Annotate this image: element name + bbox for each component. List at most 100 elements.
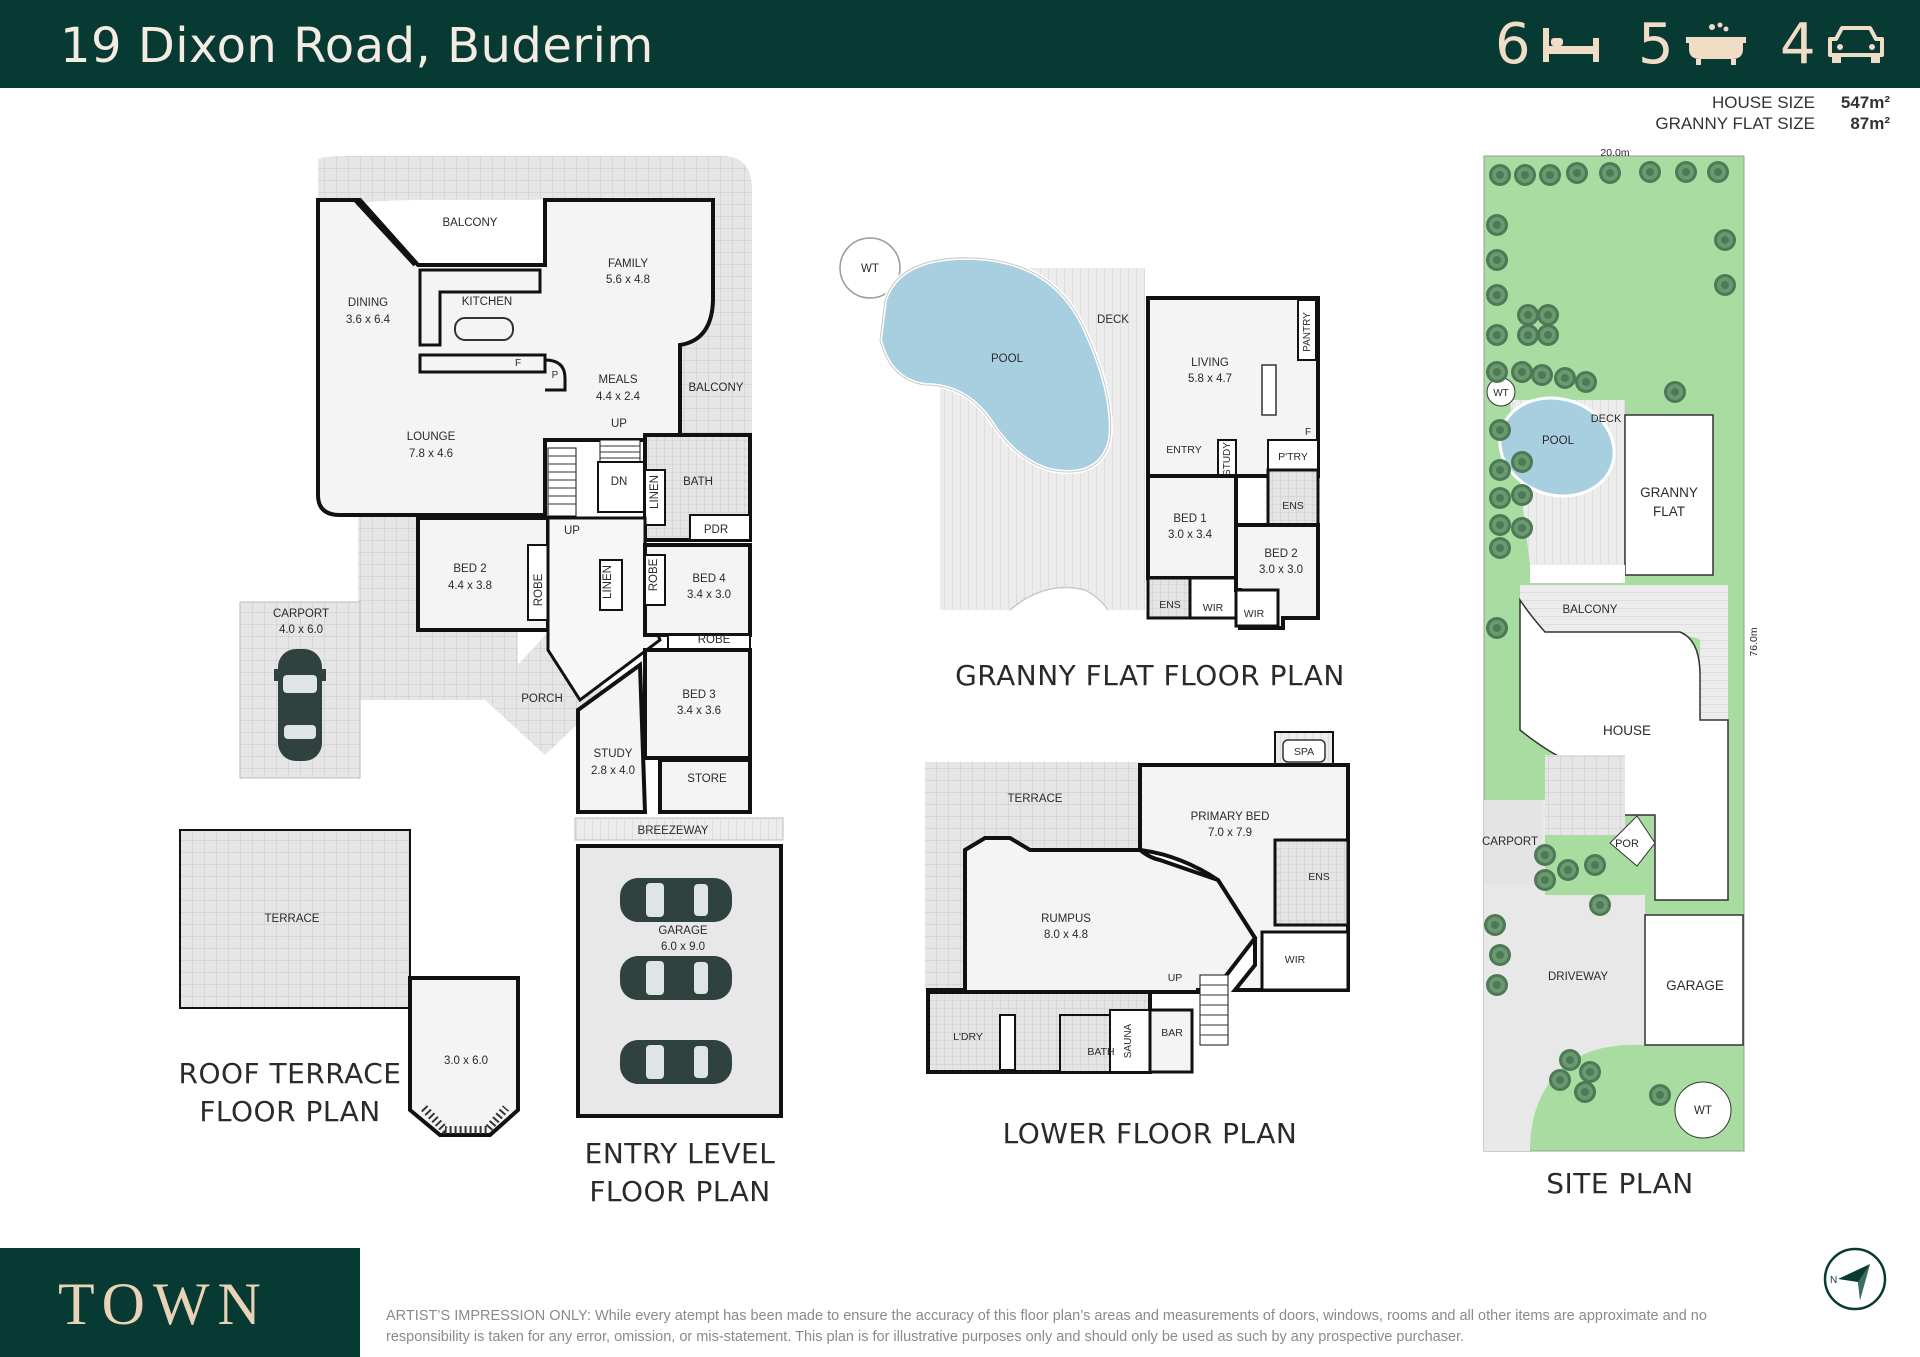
label-study: STUDY — [594, 748, 633, 760]
site-entry-tiles — [1545, 755, 1625, 835]
label-up-2: UP — [564, 525, 580, 537]
label-deck: DECK — [1097, 314, 1129, 326]
label-meals-size: 4.4 x 2.4 — [596, 391, 641, 403]
label-pool: POOL — [991, 353, 1024, 365]
garage-car-3 — [620, 1040, 732, 1084]
label-ens-l: ENS — [1308, 871, 1330, 883]
label-fridge-g: F — [1305, 427, 1311, 438]
pdr-room — [689, 514, 751, 541]
roof-stair — [421, 1105, 510, 1134]
granny-pantry — [1297, 299, 1317, 361]
site-house — [1519, 597, 1729, 901]
site-carport — [1484, 800, 1542, 885]
label-lounge: LOUNGE — [407, 431, 456, 443]
granny-ens — [1266, 468, 1320, 527]
site-granny — [1624, 414, 1714, 576]
site-plan-title: SITE PLAN — [1546, 1167, 1694, 1200]
compass-n-label: N — [1830, 1275, 1837, 1286]
dining-diagonal-wall — [353, 198, 417, 267]
label-bed2-size: 4.4 x 3.8 — [448, 580, 492, 592]
bed-count: 6 — [1495, 11, 1531, 77]
site-plan — [1483, 155, 1745, 1152]
rumpus — [926, 836, 1258, 994]
label-lounge-size: 7.8 x 4.6 — [409, 448, 453, 460]
header-bar — [0, 0, 1920, 88]
label-garage: GARAGE — [658, 925, 708, 937]
car-count: 4 — [1780, 11, 1816, 77]
label-fridge: F — [515, 358, 521, 369]
label-pantry-p: P — [552, 370, 559, 381]
main-living-floor — [316, 198, 715, 517]
roof-terrace — [179, 829, 411, 1009]
site-carport-label: CARPORT — [1482, 836, 1538, 848]
site-house-label: HOUSE — [1603, 723, 1651, 738]
label-bed1-size: 3.0 x 3.4 — [1168, 529, 1213, 541]
label-robe-2: ROBE — [648, 558, 660, 591]
site-porch — [1609, 815, 1656, 867]
site-granny-label-1: GRANNY — [1640, 485, 1698, 500]
site-driveway-label: DRIVEWAY — [1548, 971, 1608, 983]
house-size-label: HOUSE SIZE — [1712, 93, 1815, 112]
site-width-label: 20.0m — [1600, 147, 1629, 159]
kitchen-rear-bench — [418, 353, 547, 374]
lower-wir — [1260, 930, 1350, 992]
label-bed3: BED 3 — [682, 689, 715, 701]
label-family: FAMILY — [608, 258, 648, 270]
label-living: LIVING — [1191, 357, 1229, 369]
lower-bar — [1148, 1008, 1194, 1074]
site-garage — [1644, 914, 1744, 1046]
label-linen-2: LINEN — [602, 565, 614, 599]
label-terrace-roof: TERRACE — [265, 913, 320, 925]
label-wir-g1: WIR — [1203, 602, 1224, 614]
town-logo: TOWN — [58, 1271, 269, 1337]
pantry-curve — [544, 358, 567, 392]
entry-level-title: ENTRY LEVEL FLOOR PLAN — [584, 1137, 776, 1208]
label-pdr: PDR — [704, 524, 728, 536]
study-room — [576, 661, 648, 814]
site-driveway — [1484, 800, 1645, 1151]
label-spa: SPA — [1294, 746, 1314, 758]
property-address: 19 Dixon Road, Buderim — [60, 18, 654, 74]
granny-size-value: 87m² — [1850, 114, 1890, 133]
granny-kitchen-bench — [1261, 364, 1277, 416]
lower-floor-title: LOWER FLOOR PLAN — [1002, 1117, 1298, 1150]
entry-level-plan — [239, 156, 784, 1118]
lower-floor-plan — [925, 731, 1350, 1074]
label-bed4: BED 4 — [692, 573, 726, 585]
carport-border — [239, 601, 361, 779]
footer-brand-panel — [0, 1248, 360, 1357]
house-size-value: 547m² — [1840, 93, 1890, 112]
site-garage-label: GARAGE — [1666, 978, 1724, 993]
site-deck-label: DECK — [1591, 413, 1622, 425]
label-balcony-side: BALCONY — [689, 382, 744, 394]
granny-size-label: GRANNY FLAT SIZE — [1655, 114, 1815, 133]
label-living-size: 5.8 x 4.7 — [1188, 373, 1232, 385]
label-robe-1: ROBE — [533, 573, 545, 606]
lower-terrace — [925, 762, 1140, 990]
granny-flat-title: GRANNY FLAT FLOOR PLAN — [955, 659, 1345, 692]
site-wt1-label: WT — [1493, 388, 1509, 399]
label-meals: MEALS — [599, 374, 638, 386]
site-pool-label: POOL — [1542, 435, 1575, 447]
label-up-1: UP — [611, 418, 627, 430]
site-water-tank-2 — [1674, 1081, 1732, 1139]
roof-terrace-plan — [179, 829, 520, 1137]
roof-terrace-title: ROOF TERRACE FLOOR PLAN — [178, 1057, 402, 1128]
kitchen-bench — [418, 268, 542, 347]
bed2-room — [416, 516, 550, 632]
bath-count-group: 5 — [1638, 12, 1748, 77]
site-depth-label: 76.0m — [1748, 627, 1760, 656]
label-bed4-size: 3.4 x 3.0 — [687, 589, 731, 601]
label-bed1: BED 1 — [1173, 513, 1206, 525]
label-carport-size: 4.0 x 6.0 — [279, 624, 323, 636]
label-balcony-top: BALCONY — [443, 217, 498, 229]
label-pantry: PANTRY — [1302, 312, 1313, 352]
label-primary: PRIMARY BED — [1191, 811, 1270, 823]
granny-pool-edge — [879, 257, 1112, 473]
label-bed3-size: 3.4 x 3.6 — [677, 705, 721, 717]
linen-hall — [599, 559, 623, 611]
label-kitchen: KITCHEN — [462, 296, 512, 308]
label-terrace-lower: TERRACE — [1008, 793, 1063, 805]
label-breezeway: BREEZEWAY — [638, 825, 709, 837]
